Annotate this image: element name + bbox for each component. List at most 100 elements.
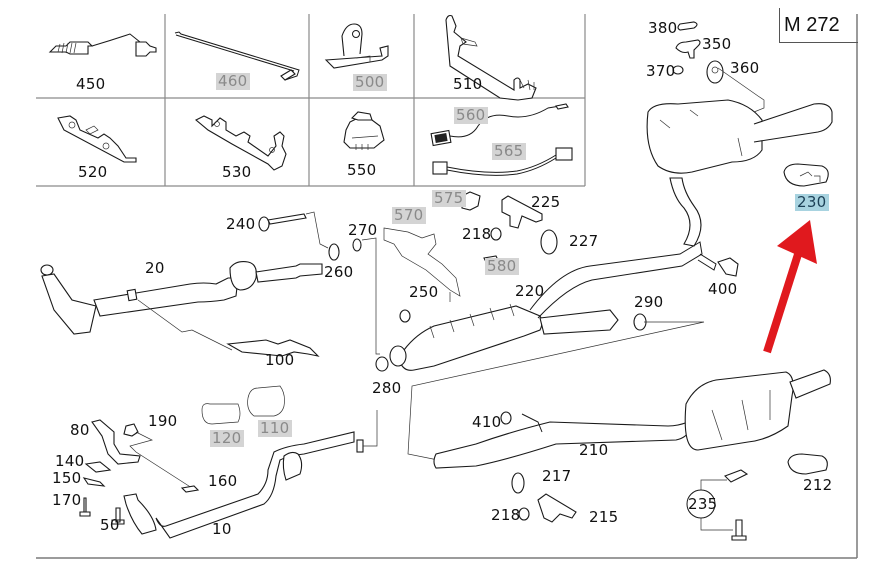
label-20[interactable]: 20	[145, 259, 165, 277]
hanger-parts-top-right	[672, 21, 765, 113]
label-170[interactable]: 170	[52, 491, 82, 509]
model-label: M 272	[784, 14, 840, 36]
label-250[interactable]: 250	[409, 283, 439, 301]
part-575-clamp	[461, 191, 481, 211]
part-400-hanger	[717, 257, 739, 277]
part-220-center-section	[389, 241, 739, 371]
label-360[interactable]: 360	[730, 59, 760, 77]
label-460[interactable]: 460	[216, 72, 250, 90]
label-565[interactable]: 565	[492, 142, 526, 160]
label-100[interactable]: 100	[265, 351, 295, 369]
model-label-box	[779, 8, 858, 43]
part-550-clip	[343, 111, 385, 150]
label-235[interactable]: 235	[688, 495, 718, 513]
part-350-bracket	[675, 39, 701, 59]
part-80-bracket	[91, 419, 141, 465]
part-380-plate	[677, 21, 698, 31]
label-380[interactable]: 380	[648, 19, 678, 37]
label-560[interactable]: 560	[454, 106, 488, 124]
part-240-bolt	[258, 211, 329, 249]
part-120-shield	[201, 403, 241, 425]
label-570[interactable]: 570	[392, 206, 426, 224]
part-510-bracket	[445, 14, 537, 101]
label-150[interactable]: 150	[52, 469, 82, 487]
part-210-rear-pipe	[433, 369, 831, 469]
label-227[interactable]: 227	[569, 232, 599, 250]
label-80[interactable]: 80	[70, 421, 90, 439]
part-270-ring	[352, 238, 362, 252]
part-560-sensor-module	[430, 103, 569, 147]
part-10-front-pipe-right	[123, 410, 378, 539]
label-215[interactable]: 215	[589, 508, 619, 526]
part-100-bracket	[137, 299, 320, 357]
label-575[interactable]: 575	[432, 189, 466, 207]
label-240[interactable]: 240	[226, 215, 256, 233]
label-230[interactable]: 230	[795, 193, 829, 211]
rear-muffler-upper	[646, 99, 833, 247]
part-230-tailpipe-tip	[783, 163, 829, 187]
part-110-shield	[247, 385, 285, 417]
label-270[interactable]: 270	[348, 221, 378, 239]
parts-grid	[36, 14, 586, 187]
part-565-cable	[432, 147, 573, 176]
part-218-nut-upper	[490, 227, 502, 241]
part-160-clamp	[180, 485, 200, 493]
label-550[interactable]: 550	[347, 161, 377, 179]
part-20-front-pipe-left	[40, 261, 323, 335]
label-350[interactable]: 350	[702, 35, 732, 53]
diagram-frame	[36, 14, 858, 559]
part-530-bracket	[195, 115, 287, 171]
label-217[interactable]: 217	[542, 467, 572, 485]
part-260-gasket	[328, 243, 340, 261]
label-120[interactable]: 120	[210, 429, 244, 447]
label-500[interactable]: 500	[353, 73, 387, 91]
part-450-oxygen-sensor	[48, 33, 157, 57]
label-400[interactable]: 400	[708, 280, 738, 298]
part-218-nut-lower	[518, 507, 530, 521]
part-410-nut	[500, 411, 512, 425]
label-140[interactable]: 140	[55, 452, 85, 470]
label-580[interactable]: 580	[485, 257, 519, 275]
label-260[interactable]: 260	[324, 263, 354, 281]
part-360-rubber-mount	[706, 60, 724, 84]
part-460-cable	[174, 31, 300, 81]
label-510[interactable]: 510	[453, 75, 483, 93]
part-215-bracket	[537, 493, 577, 523]
part-500-bracket	[324, 23, 389, 69]
label-520[interactable]: 520	[78, 163, 108, 181]
part-225-bracket	[501, 195, 543, 229]
label-212[interactable]: 212	[803, 476, 833, 494]
label-50[interactable]: 50	[100, 516, 120, 534]
part-370-grommet	[672, 65, 684, 75]
label-290[interactable]: 290	[634, 293, 664, 311]
part-217-rubber-mount	[511, 472, 525, 494]
label-370[interactable]: 370	[646, 62, 676, 80]
label-110[interactable]: 110	[258, 419, 292, 437]
label-280[interactable]: 280	[372, 379, 402, 397]
label-160[interactable]: 160	[208, 472, 238, 490]
part-280-ring	[375, 356, 389, 372]
part-50-bolt	[111, 507, 125, 525]
label-450[interactable]: 450	[76, 75, 106, 93]
label-10[interactable]: 10	[212, 520, 232, 538]
label-220[interactable]: 220	[515, 282, 545, 300]
part-170-bolt	[79, 497, 91, 517]
label-410[interactable]: 410	[472, 413, 502, 431]
part-140-mount	[84, 461, 112, 473]
part-570-bracket	[383, 227, 461, 302]
label-530[interactable]: 530	[222, 163, 252, 181]
label-218-lower[interactable]: 218	[491, 506, 521, 524]
small-parts-lower-left	[79, 419, 200, 525]
label-218-upper[interactable]: 218	[462, 225, 492, 243]
label-210[interactable]: 210	[579, 441, 609, 459]
label-225[interactable]: 225	[531, 193, 561, 211]
label-190[interactable]: 190	[148, 412, 178, 430]
part-190-nut	[123, 423, 139, 437]
leader-line-270	[361, 237, 380, 355]
part-250-nut	[399, 309, 411, 323]
part-235-fastener-group	[686, 469, 749, 541]
part-227-rubber-mount	[540, 229, 558, 255]
part-520-bracket	[57, 115, 137, 163]
